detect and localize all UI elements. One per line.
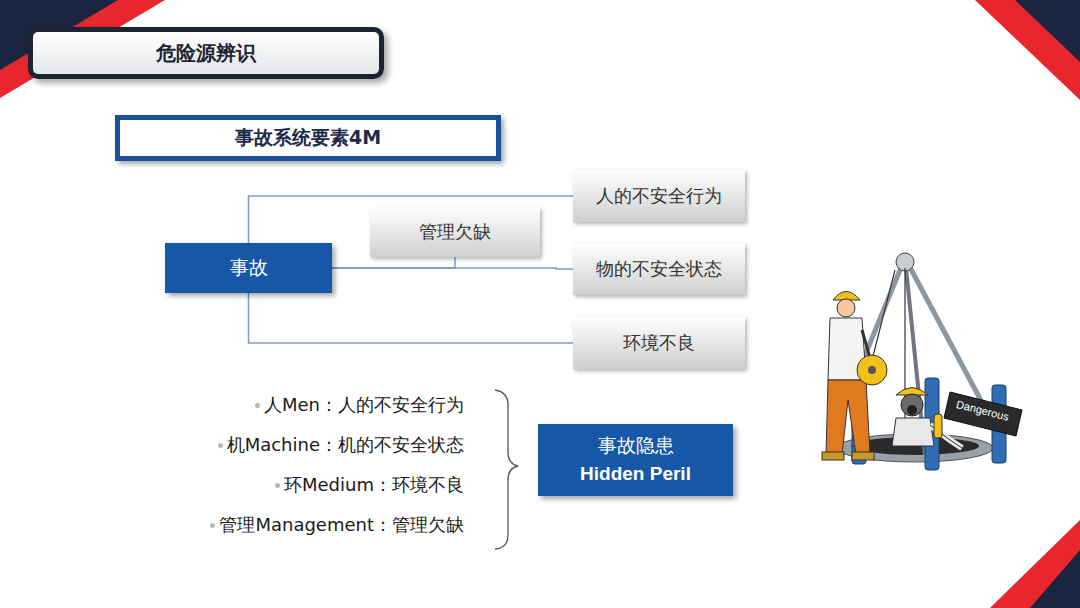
corner-stripe xyxy=(975,0,1080,100)
hazard-box: 事故隐患Hidden Peril xyxy=(538,424,733,496)
bullet-dot xyxy=(255,403,260,408)
element-list: 人Men：人的不安全行为机Machine：机的不安全状态环Medium：环境不良… xyxy=(120,385,464,545)
corner-stripe xyxy=(1030,550,1080,608)
bullet-dot xyxy=(210,523,215,528)
list-row: 环Medium：环境不良 xyxy=(120,465,464,505)
title-box: 危险源辨识 xyxy=(28,27,384,79)
list-item: 机Machine：机的不安全状态 xyxy=(227,433,464,457)
list-row: 人Men：人的不安全行为 xyxy=(120,385,464,425)
bullet-dot xyxy=(275,483,280,488)
node-label: 物的不安全状态 xyxy=(596,256,722,282)
node-label: 人的不安全行为 xyxy=(596,183,722,209)
list-item: 环Medium：环境不良 xyxy=(284,473,464,497)
connector-line xyxy=(332,257,455,268)
node-sublabel: Hidden Peril xyxy=(580,460,691,488)
node-label: 事故系统要素4M xyxy=(235,124,381,152)
node-label: 事故 xyxy=(230,254,268,282)
list-row: 机Machine：机的不安全状态 xyxy=(120,425,464,465)
list-item: 管理Management：管理欠缺 xyxy=(219,513,464,537)
node-label: 事故隐患 xyxy=(598,432,674,460)
corner-stripe xyxy=(990,520,1080,608)
node-label: 管理欠缺 xyxy=(419,219,491,245)
node-label: 环境不良 xyxy=(623,330,695,356)
curly-brace xyxy=(495,390,518,549)
bullet-dot xyxy=(218,443,223,448)
list-row: 管理Management：管理欠缺 xyxy=(120,505,464,545)
accident-box: 事故 xyxy=(165,243,332,293)
subtitle-box: 事故系统要素4M xyxy=(115,115,501,161)
corner-stripe xyxy=(1015,0,1080,62)
confined-space-illustration xyxy=(822,253,1022,470)
title-text: 危险源辨识 xyxy=(156,40,256,67)
cause-box: 管理欠缺 xyxy=(370,207,540,257)
connector-line xyxy=(249,293,574,343)
cause-box: 环境不良 xyxy=(573,317,745,369)
cause-box: 物的不安全状态 xyxy=(573,243,745,295)
cause-box: 人的不安全行为 xyxy=(573,170,745,222)
list-item: 人Men：人的不安全行为 xyxy=(264,393,464,417)
